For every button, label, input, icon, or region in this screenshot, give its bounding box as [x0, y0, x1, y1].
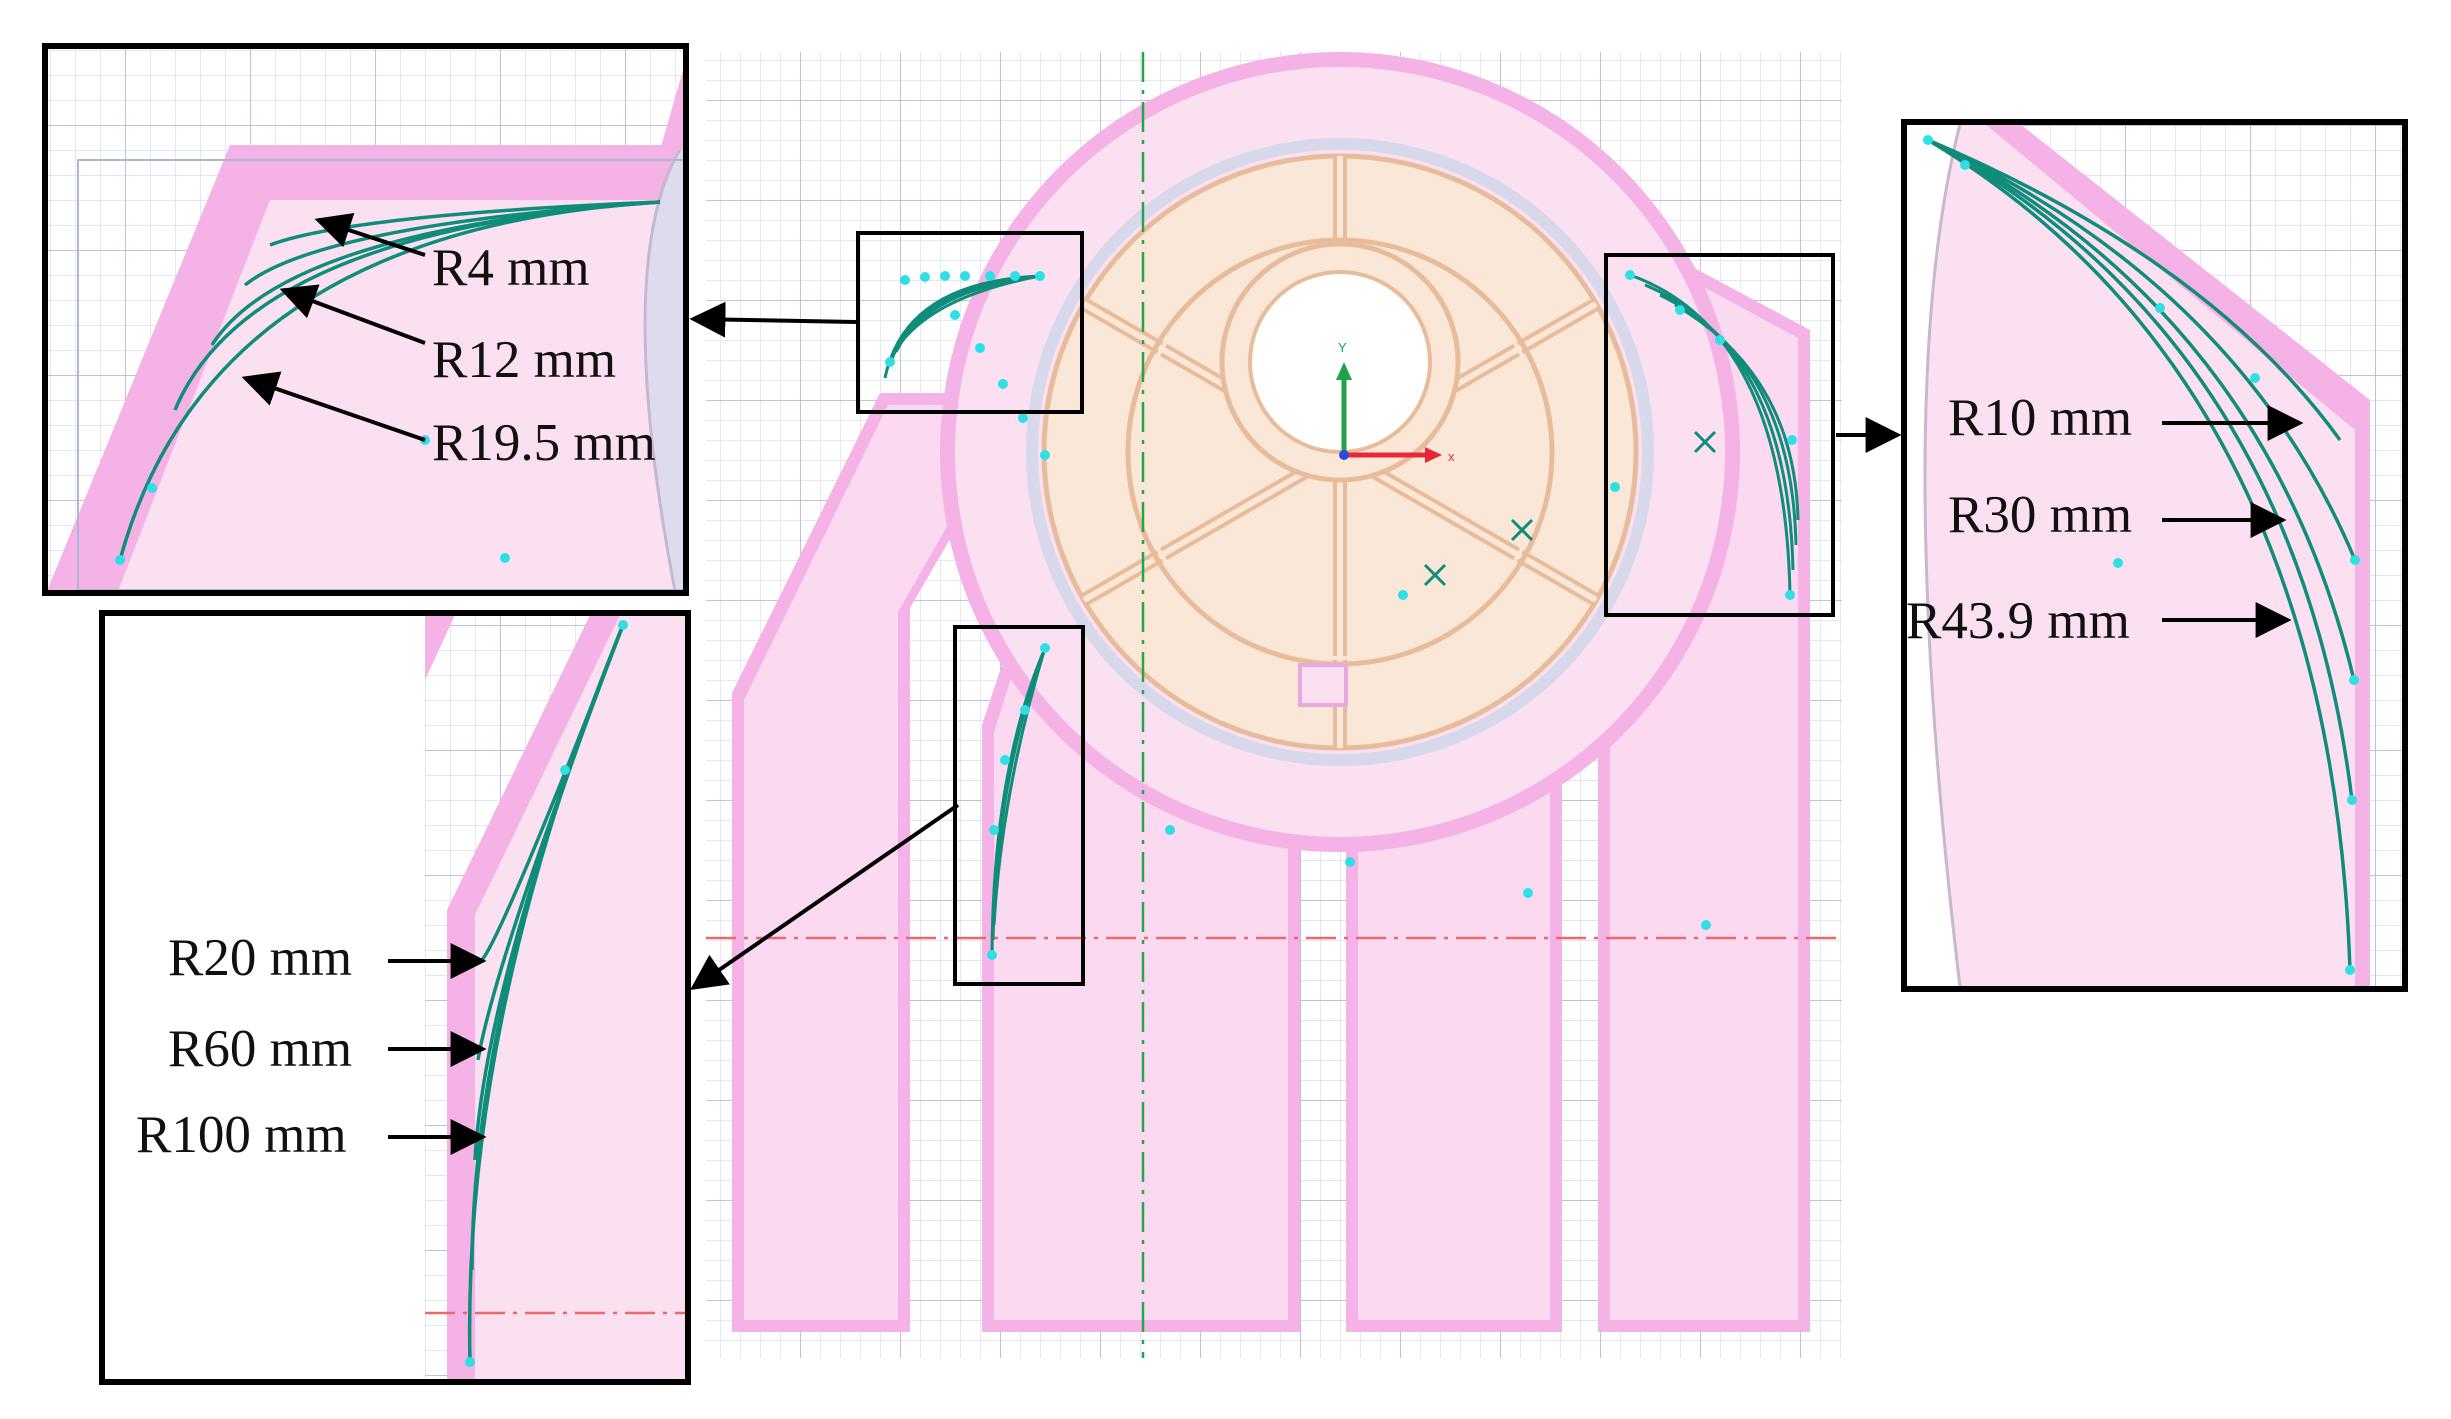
main-curves-bottom-left — [990, 647, 1047, 956]
main-curves-right — [1629, 273, 1800, 596]
label-R43-9: R43.9 mm — [1906, 592, 2130, 650]
main-cad-view: x Y — [706, 52, 1842, 1358]
label-R4: R4 mm — [432, 239, 590, 297]
zoom-panel-top-left: R4 mm R12 mm R19.5 mm — [42, 43, 689, 596]
axis-y-label: Y — [1338, 340, 1347, 355]
zoom-panel-bottom-left: R20 mm R60 mm R100 mm — [99, 610, 691, 1385]
label-R12: R12 mm — [432, 331, 616, 389]
main-center-markers — [1423, 430, 1717, 587]
arrow-R19-5 — [241, 371, 426, 442]
main-sketch-points — [885, 270, 1797, 960]
zoom-panel-right: R10 mm R30 mm R43.9 mm — [1901, 119, 2408, 992]
finger-far-left — [732, 393, 1045, 1332]
label-R19-5: R19.5 mm — [432, 414, 656, 472]
selection-box-top-left — [856, 231, 1084, 414]
coordinate-axes: x Y — [1336, 340, 1455, 464]
selection-box-right — [1604, 253, 1835, 617]
label-R30: R30 mm — [1948, 486, 2132, 544]
label-R100: R100 mm — [136, 1106, 347, 1164]
connector-arrow-bottom-left — [690, 803, 960, 991]
label-R20: R20 mm — [168, 929, 352, 987]
arrow-R12 — [279, 284, 426, 345]
label-R10: R10 mm — [1948, 389, 2132, 447]
label-R60: R60 mm — [168, 1020, 352, 1078]
connector-arrow-top-left — [689, 301, 857, 338]
axis-x-label: x — [1448, 449, 1455, 464]
arrow-R4 — [314, 212, 426, 257]
